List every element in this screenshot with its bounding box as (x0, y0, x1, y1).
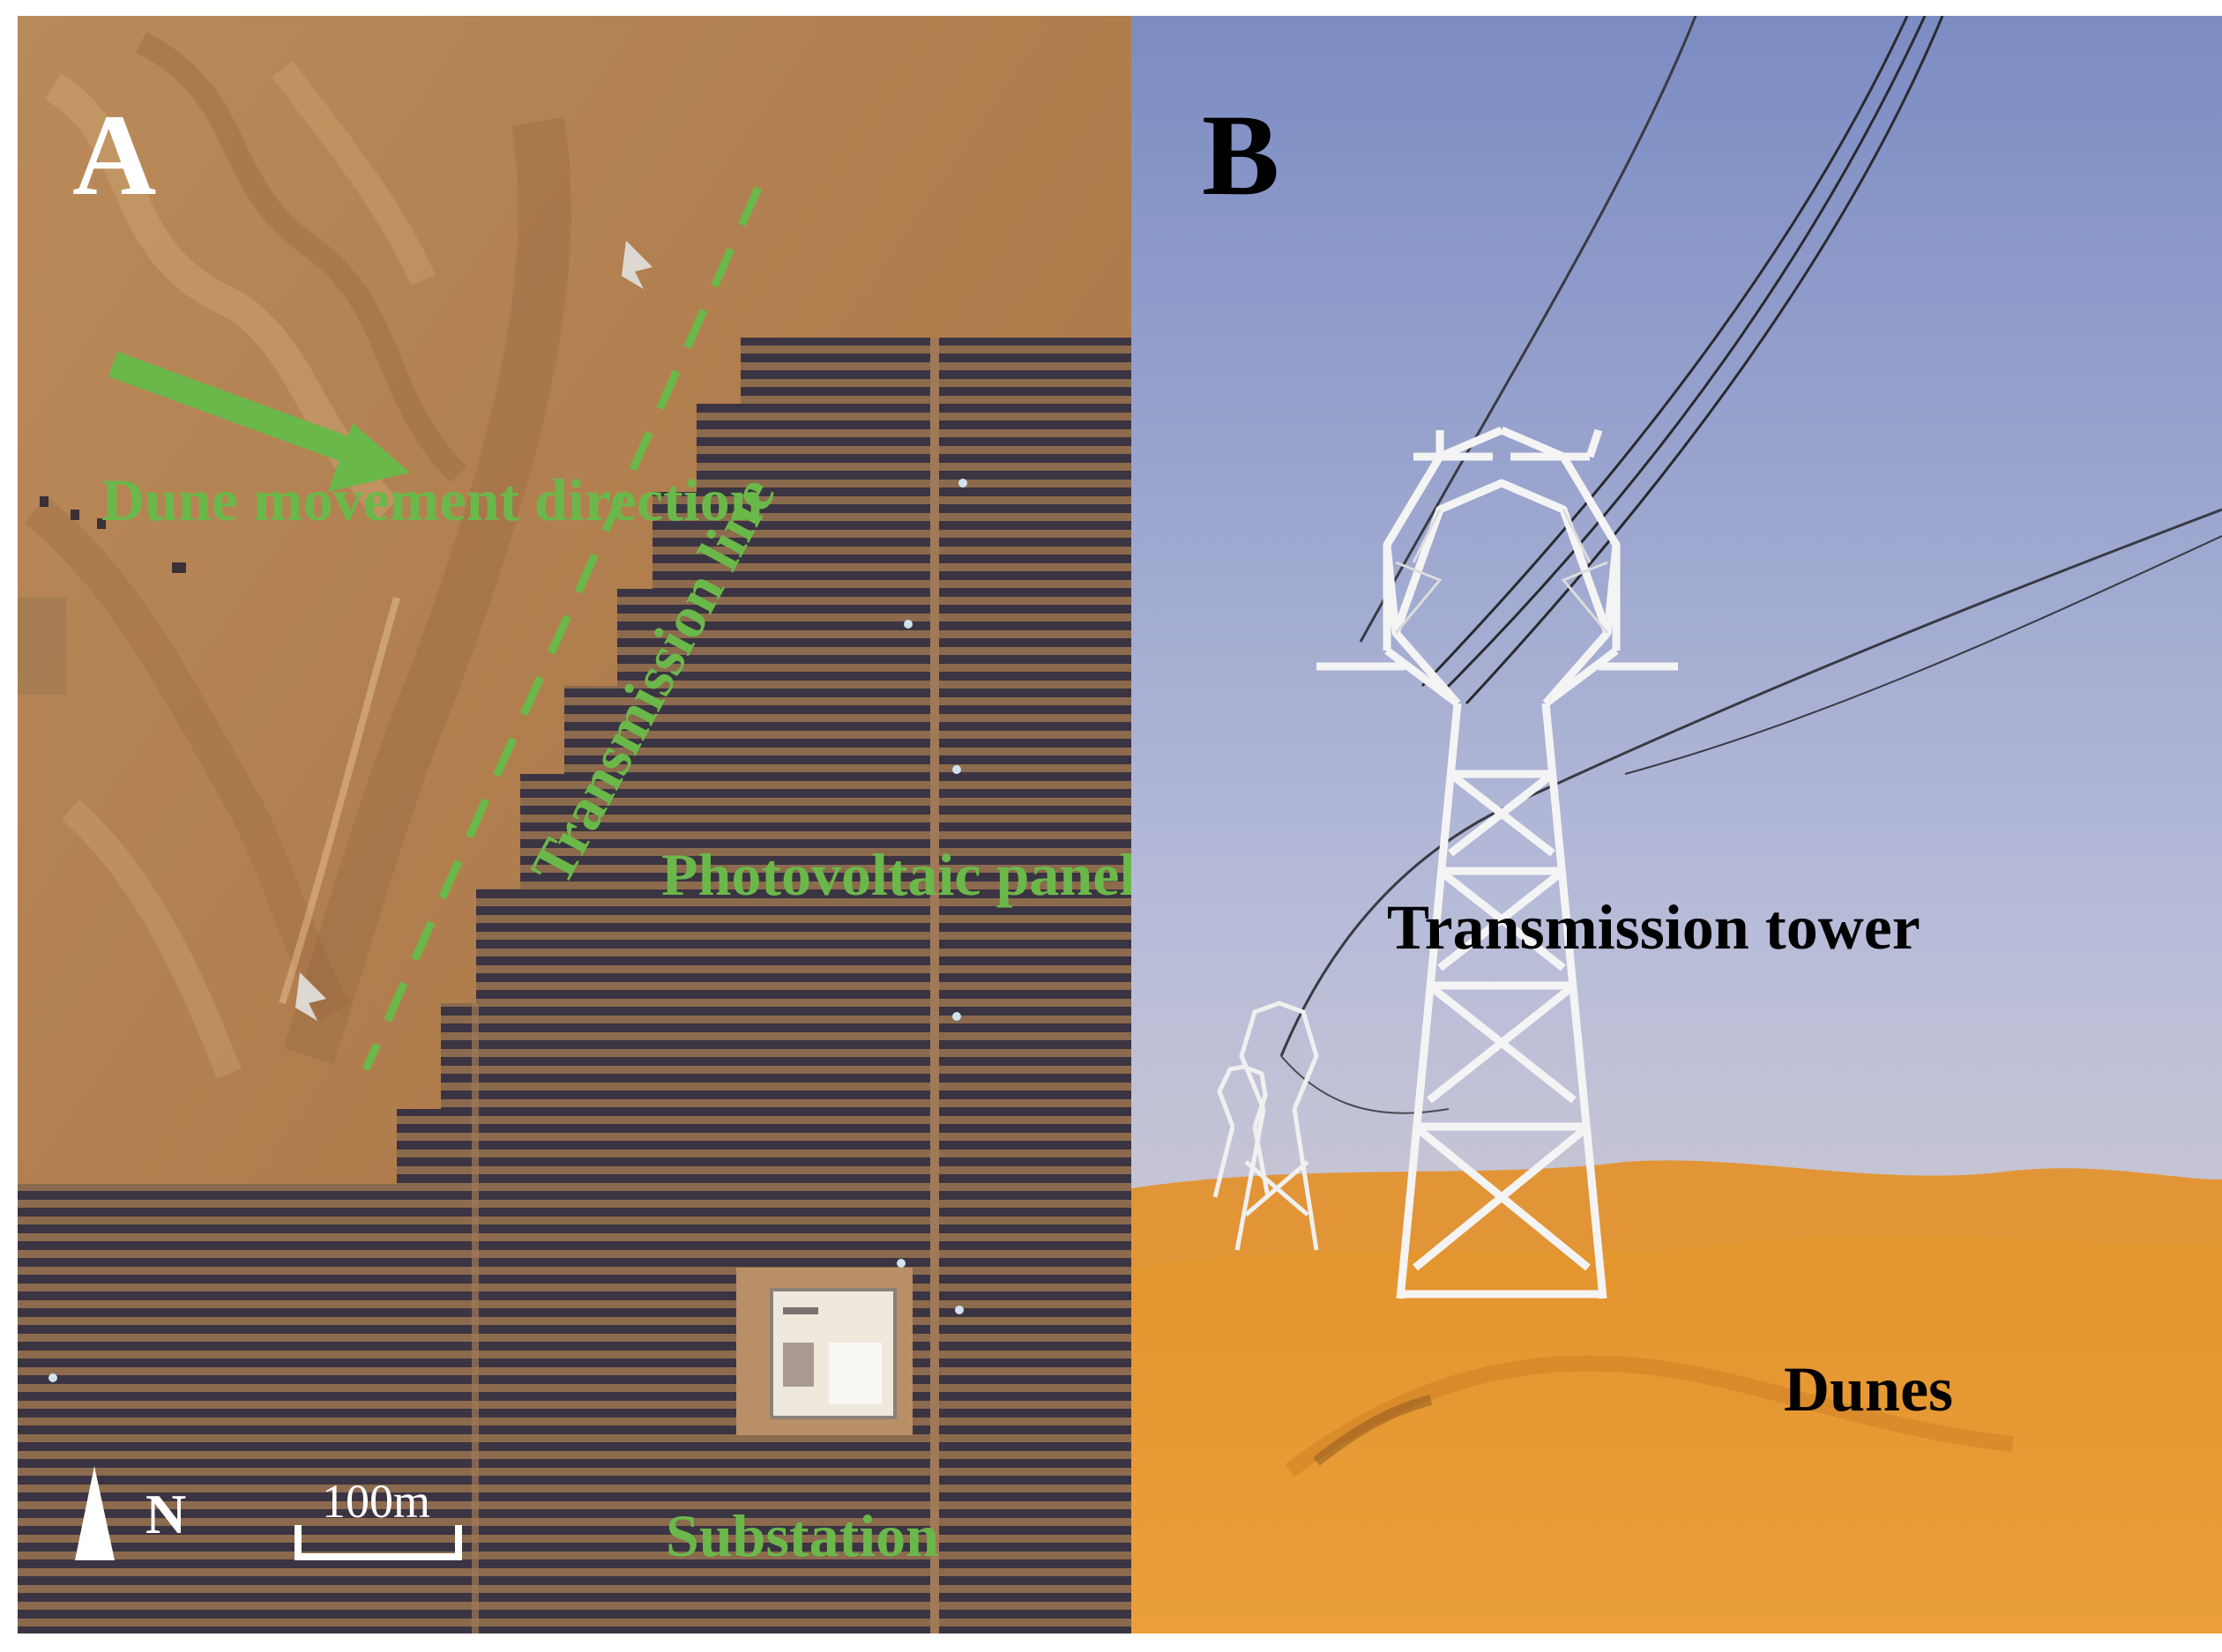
transmission-tower-photo (1131, 16, 2222, 1633)
panel-letter-a: A (72, 90, 157, 220)
satellite-image (18, 16, 1131, 1633)
photovoltaic-panels-label: Photovoltaic panels (661, 841, 1131, 908)
substation-label: Substation (666, 1502, 939, 1569)
transmission-tower-label: Transmission tower (1387, 892, 1920, 963)
dune-direction-label: Dune movement direction (101, 466, 764, 533)
dunes-label: Dunes (1784, 1354, 1954, 1425)
panel-a-satellite-view: A Dune movement direction Transmission l… (18, 16, 1131, 1633)
scale-bar-label: 100m (322, 1475, 431, 1528)
panel-b-ground-photo: B Transmission tower Dunes (1131, 16, 2222, 1633)
north-label: N (145, 1483, 187, 1545)
panel-letter-b: B (1202, 90, 1280, 220)
